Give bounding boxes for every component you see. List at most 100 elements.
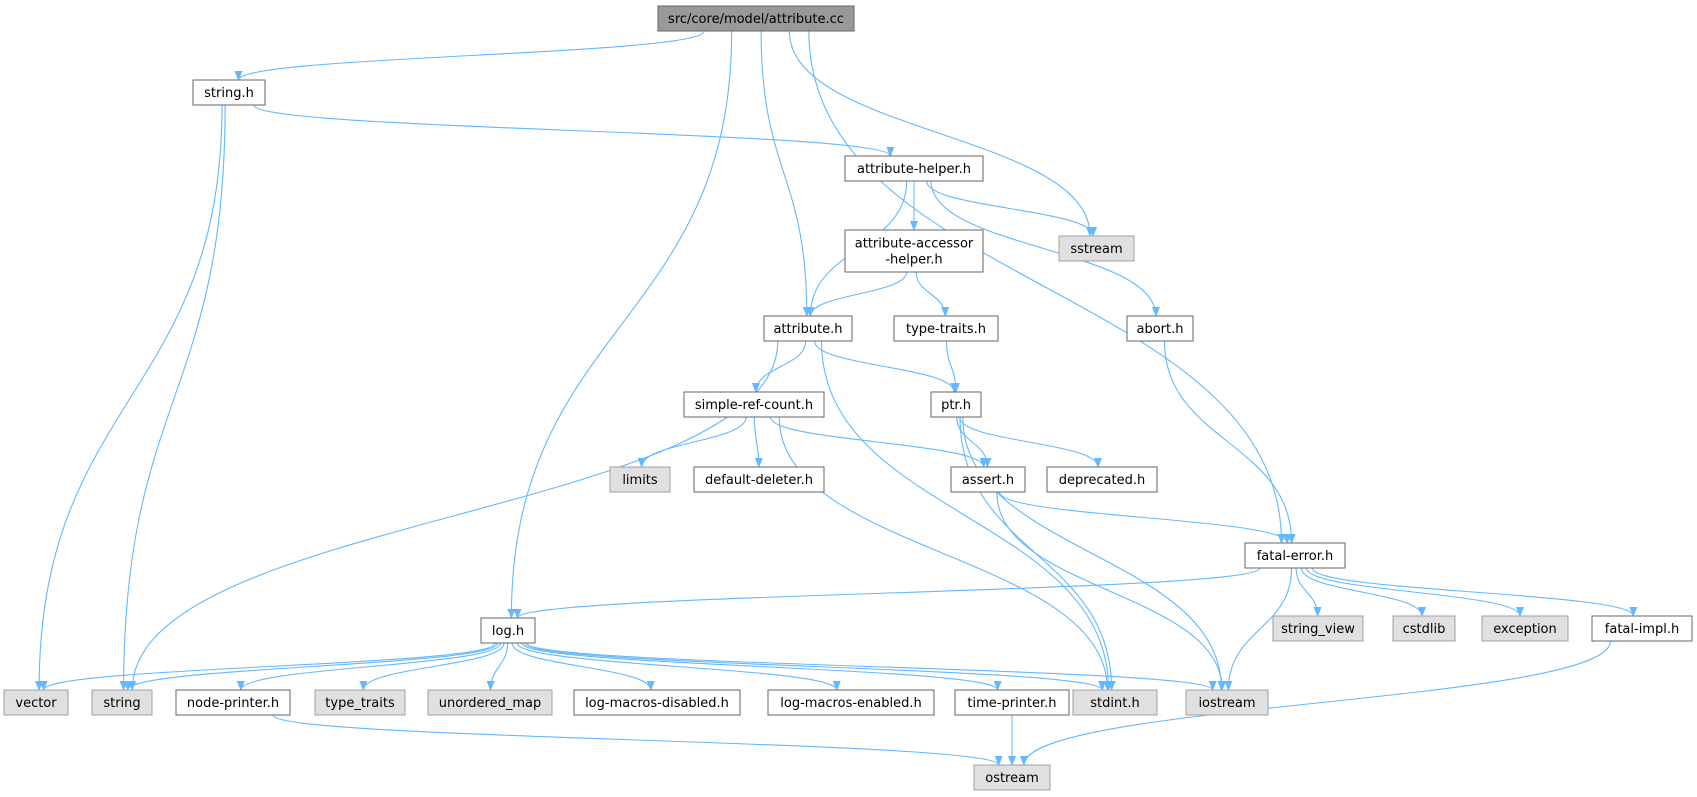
node-fatal-impl-h[interactable]: fatal-impl.h bbox=[1591, 615, 1693, 642]
edge-attribute_cc-to-fatal_error_h bbox=[808, 30, 1286, 544]
node-box bbox=[1046, 466, 1158, 493]
node-box bbox=[930, 391, 982, 418]
node-label: sstream bbox=[1070, 242, 1122, 257]
node-box bbox=[314, 689, 406, 716]
node-log-macros-enabled-h[interactable]: log-macros-enabled.h bbox=[767, 689, 935, 716]
node-attribute-cc[interactable]: src/core/model/attribute.cc bbox=[657, 5, 855, 32]
node-box bbox=[175, 689, 291, 716]
edge-simple_ref_count_h-to-limits bbox=[637, 416, 747, 468]
node-label: attribute.h bbox=[773, 322, 842, 337]
edge-ptr_h-to-deprecated_h bbox=[959, 416, 1102, 468]
node-simple-ref-count-h[interactable]: simple-ref-count.h bbox=[683, 391, 825, 418]
node-label: log.h bbox=[492, 624, 524, 639]
node-box bbox=[893, 315, 999, 342]
node-ptr-h[interactable]: ptr.h bbox=[930, 391, 982, 418]
node-box bbox=[609, 466, 671, 493]
node-assert-h[interactable]: assert.h bbox=[950, 466, 1026, 493]
node-box bbox=[480, 617, 536, 644]
node-log-macros-disabled-h[interactable]: log-macros-disabled.h bbox=[573, 689, 741, 716]
edge-type_traits_h-to-ptr_h bbox=[945, 340, 960, 393]
node-box bbox=[763, 315, 853, 342]
edge-ptr_h-to-assert_h bbox=[956, 416, 992, 468]
node-type-traits-h[interactable]: type-traits.h bbox=[893, 315, 999, 342]
edge-string_h-to-vector bbox=[35, 104, 223, 691]
node-time-printer-h[interactable]: time-printer.h bbox=[954, 689, 1070, 716]
node-attribute-helper-h[interactable]: attribute-helper.h bbox=[844, 155, 984, 182]
node-stdint-h[interactable]: stdint.h bbox=[1072, 689, 1158, 716]
edge-log_h-to-string bbox=[123, 642, 499, 691]
node-deprecated-h[interactable]: deprecated.h bbox=[1046, 466, 1158, 493]
node-fatal-error-h[interactable]: fatal-error.h bbox=[1244, 542, 1346, 569]
nodes-layer: src/core/model/attribute.cc string.h attri… bbox=[3, 5, 1693, 791]
node-label: abort.h bbox=[1137, 322, 1184, 337]
edge-simple_ref_count_h-to-stdint_h bbox=[778, 416, 1112, 691]
node-exception[interactable]: exception bbox=[1481, 615, 1569, 642]
node-limits[interactable]: limits bbox=[609, 466, 671, 493]
node-label: ostream bbox=[985, 771, 1039, 786]
edge-assert_h-to-fatal_error_h bbox=[998, 491, 1292, 544]
node-unordered-map[interactable]: unordered_map bbox=[427, 689, 553, 716]
node-accessor-helper-h[interactable]: attribute-accessor-helper.h bbox=[844, 229, 984, 273]
edge-fatal_error_h-to-iostream bbox=[1224, 567, 1293, 691]
node-string-view[interactable]: string_view bbox=[1272, 615, 1364, 642]
edge-fatal_error_h-to-exception bbox=[1305, 567, 1524, 617]
node-box bbox=[573, 689, 741, 716]
node-string[interactable]: string bbox=[91, 689, 153, 716]
node-label: -helper.h bbox=[885, 253, 942, 268]
node-label: string.h bbox=[204, 86, 254, 101]
node-label: simple-ref-count.h bbox=[695, 398, 813, 413]
node-cstdlib[interactable]: cstdlib bbox=[1392, 615, 1456, 642]
node-label: log-macros-enabled.h bbox=[780, 696, 921, 711]
node-label: iostream bbox=[1198, 696, 1255, 711]
node-vector[interactable]: vector bbox=[3, 689, 69, 716]
edge-node_printer_h-to-ostream bbox=[272, 714, 1003, 766]
node-box bbox=[1392, 615, 1456, 642]
edge-fatal_impl_h-to-ostream bbox=[1020, 640, 1612, 766]
node-label: attribute-helper.h bbox=[857, 162, 971, 177]
node-default-deleter-h[interactable]: default-deleter.h bbox=[693, 466, 825, 493]
edge-log_h-to-log_macros_enabled_h bbox=[516, 642, 841, 691]
node-label: limits bbox=[622, 473, 658, 488]
node-attribute-h[interactable]: attribute.h bbox=[763, 315, 853, 342]
edge-log_h-to-type_traits bbox=[359, 642, 505, 691]
node-label: attribute-accessor bbox=[855, 237, 974, 252]
node-label: unordered_map bbox=[439, 696, 542, 711]
edge-simple_ref_count_h-to-assert_h bbox=[769, 416, 988, 468]
edge-simple_ref_count_h-to-default_deleter_h bbox=[753, 416, 763, 468]
node-box bbox=[1126, 315, 1194, 342]
edge-fatal_error_h-to-log_h bbox=[513, 567, 1261, 619]
edge-attribute_h-to-simple_ref_count_h bbox=[751, 340, 807, 393]
edge-log_h-to-stdint_h bbox=[523, 642, 1107, 691]
node-box bbox=[1244, 542, 1346, 569]
node-label: deprecated.h bbox=[1059, 473, 1145, 488]
edge-fatal_error_h-to-cstdlib bbox=[1300, 567, 1426, 617]
edge-attribute_helper_h-to-abort_h bbox=[930, 180, 1160, 317]
node-sstream[interactable]: sstream bbox=[1058, 235, 1135, 262]
node-box bbox=[1072, 689, 1158, 716]
node-box bbox=[950, 466, 1026, 493]
node-type-traits[interactable]: type_traits bbox=[314, 689, 406, 716]
node-box bbox=[683, 391, 825, 418]
node-label: assert.h bbox=[962, 473, 1014, 488]
node-box bbox=[427, 689, 553, 716]
edge-fatal_error_h-to-fatal_impl_h bbox=[1311, 567, 1638, 617]
node-label: fatal-error.h bbox=[1257, 549, 1334, 564]
node-box bbox=[844, 155, 984, 182]
edge-accessor_helper_h-to-type_traits_h bbox=[915, 271, 950, 317]
node-log-h[interactable]: log.h bbox=[480, 617, 536, 644]
node-label: exception bbox=[1493, 622, 1557, 637]
node-label: type-traits.h bbox=[906, 322, 986, 337]
node-label: string_view bbox=[1281, 622, 1355, 637]
node-abort-h[interactable]: abort.h bbox=[1126, 315, 1194, 342]
node-ostream[interactable]: ostream bbox=[973, 764, 1051, 791]
node-node-printer-h[interactable]: node-printer.h bbox=[175, 689, 291, 716]
node-string-h[interactable]: string.h bbox=[192, 79, 266, 106]
node-box bbox=[1058, 235, 1135, 262]
node-box bbox=[91, 689, 153, 716]
edge-attribute_cc-to-log_h bbox=[507, 30, 733, 619]
edge-log_h-to-log_macros_disabled_h bbox=[511, 642, 655, 691]
node-box bbox=[3, 689, 69, 716]
node-label: node-printer.h bbox=[187, 696, 279, 711]
node-iostream[interactable]: iostream bbox=[1185, 689, 1269, 716]
